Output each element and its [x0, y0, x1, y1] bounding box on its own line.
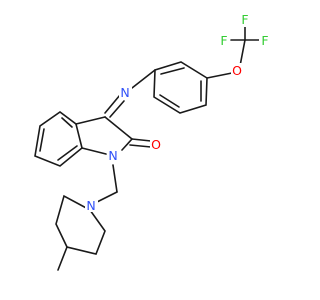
molecule-diagram: F F F O N O N N: [34, 12, 271, 271]
benzo-ring: [34, 111, 83, 167]
bond-ch2-n-pip: [96, 191, 118, 203]
bond-aryl-n-imine: [131, 69, 156, 89]
aryl-double-1: [160, 67, 185, 75]
bond-c3-c2: [104, 116, 133, 140]
structure-canvas: F F F O N O N N: [34, 12, 271, 271]
atom-f-top-label: F: [241, 12, 248, 27]
bond-c-o-ether: [239, 39, 246, 67]
atom-n-indole-label: N: [108, 148, 117, 163]
bond-n1-c7a: [81, 147, 107, 155]
benzo-double-1: [57, 145, 78, 161]
atom-f-left-label: F: [220, 33, 227, 48]
atom-n-imine: N: [119, 85, 132, 100]
aryl-double-2: [159, 94, 180, 108]
bond-c2-o-b: [129, 144, 152, 148]
bond-c2-o-a: [131, 138, 152, 142]
atom-f-left: F: [218, 33, 230, 48]
atom-n-indole: N: [107, 148, 120, 163]
bond-c2-n1: [121, 138, 133, 151]
atom-o-ether-label: O: [232, 63, 242, 78]
atom-f-top: F: [239, 12, 251, 27]
atom-o-ether: O: [231, 63, 244, 78]
benzo-double-3: [61, 117, 73, 128]
benzo-double-2: [39, 128, 45, 152]
atom-n-imine-label: N: [120, 85, 129, 100]
aryl-ring: [153, 61, 208, 114]
atom-o-carbonyl-label: O: [151, 137, 161, 152]
bond-n-c3-b: [109, 100, 125, 118]
atom-f-right: F: [259, 33, 271, 48]
bond-o-aryl: [206, 72, 233, 79]
atom-o-carbonyl: O: [150, 137, 163, 152]
atom-layer: F F F O N O N N: [85, 12, 271, 213]
bond-n1-ch2: [112, 164, 118, 193]
bond-c4-methyl: [57, 246, 68, 271]
bond-c3-c3a: [75, 116, 106, 125]
bond-layer: [34, 25, 260, 271]
bond-n-c3-a: [104, 94, 121, 114]
atom-n-piperidine-label: N: [86, 198, 95, 213]
atom-f-right-label: F: [261, 33, 268, 48]
atom-n-piperidine: N: [85, 198, 98, 213]
